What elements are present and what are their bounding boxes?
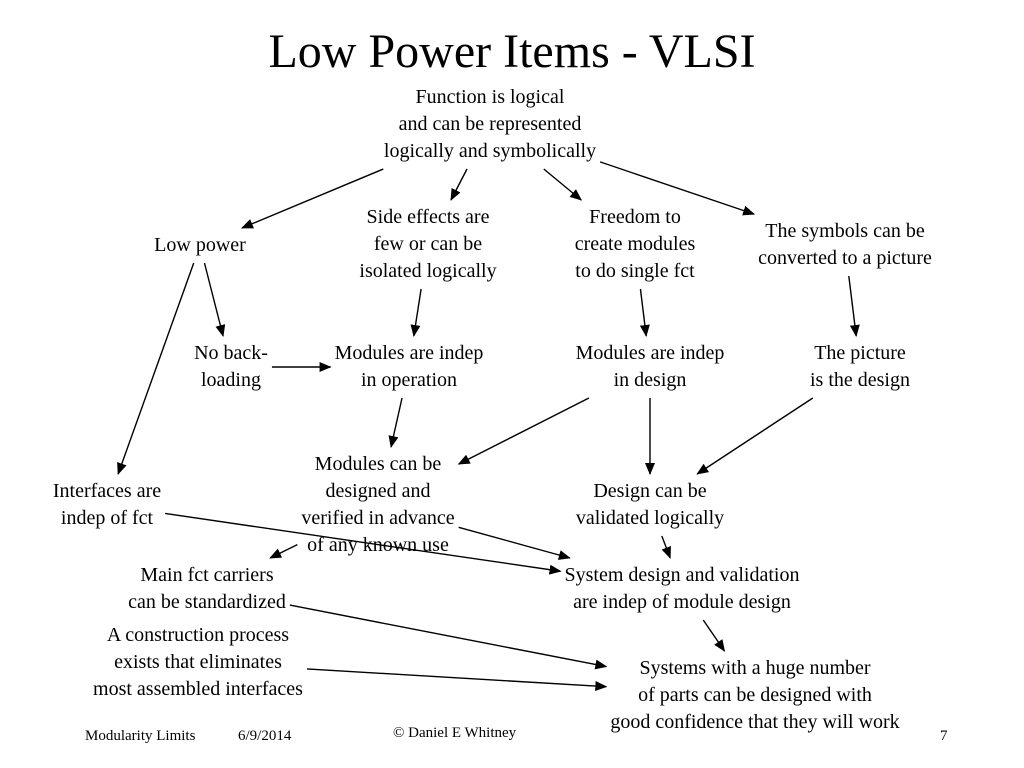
node-line: Systems with a huge number — [639, 657, 871, 679]
arrow-low_power-to-no_backloading — [203, 262, 226, 337]
node-line: of parts can be designed with — [638, 684, 872, 706]
arrow-modules_designed-to-main_fct — [269, 543, 298, 559]
node-no-backloading: No back- loading — [194, 340, 268, 394]
node-indep-design: Modules are indep in design — [576, 340, 725, 394]
arrow-function-to-low_power — [241, 168, 384, 229]
node-line: System design and validation — [564, 564, 800, 586]
arrow-interfaces-to-system_design — [165, 512, 562, 575]
node-picture-design: The picture is the design — [810, 340, 910, 394]
node-line: validated logically — [575, 507, 725, 529]
node-line: The picture — [814, 342, 906, 364]
node-line: A construction process — [106, 624, 290, 646]
node-line: loading — [200, 369, 261, 391]
node-line: most assembled interfaces — [93, 678, 303, 700]
node-line: and can be represented — [398, 113, 582, 135]
node-system-design: System design and validation are indep o… — [565, 562, 800, 616]
arrow-indep_design-to-modules_designed — [457, 397, 590, 465]
node-line: indep of fct — [60, 507, 154, 529]
node-modules-designed: Modules can be designed and verified in … — [301, 451, 454, 559]
node-line: Design can be — [593, 480, 707, 502]
arrow-validated-to-system_design — [661, 535, 671, 559]
footer-date: 6/9/2014 — [238, 728, 292, 744]
arrow-system_design-to-systems_huge — [702, 619, 726, 652]
arrow-symbols-to-picture_design — [848, 275, 860, 337]
node-line: is the design — [810, 369, 910, 391]
node-systems-huge: Systems with a huge number of parts can … — [610, 655, 899, 736]
node-interfaces: Interfaces are indep of fct — [53, 478, 161, 532]
node-construction: A construction process exists that elimi… — [93, 622, 303, 703]
node-line: Modules can be — [314, 453, 442, 475]
node-line: exists that eliminates — [114, 651, 282, 673]
node-line: are indep of module design — [573, 591, 791, 613]
node-line: isolated logically — [359, 260, 497, 282]
node-line: create modules — [574, 233, 696, 255]
node-line: Interfaces are — [52, 480, 162, 502]
node-line: The symbols can be — [765, 220, 925, 242]
arrow-indep_operation-to-modules_designed — [388, 397, 403, 448]
node-low-power: Low power — [154, 232, 246, 259]
node-line: Side effects are — [366, 206, 490, 228]
node-line: in operation — [360, 369, 458, 391]
node-line: Low power — [154, 234, 246, 256]
arrow-function-to-side_effects — [450, 168, 468, 201]
arrow-function-to-freedom — [543, 168, 582, 201]
node-line: Main fct carriers — [140, 564, 274, 586]
node-line: Modules are indep — [575, 342, 725, 364]
node-main-fct: Main fct carriers can be standardized — [128, 562, 286, 616]
arrow-modules_designed-to-system_design — [458, 526, 571, 560]
arrow-function-to-symbols — [599, 161, 756, 216]
node-line: good confidence that they will work — [610, 711, 900, 733]
node-line: verified in advance — [301, 507, 455, 529]
node-line: converted to a picture — [758, 247, 932, 269]
node-side-effects: Side effects are few or can be isolated … — [359, 204, 496, 285]
node-indep-operation: Modules are indep in operation — [335, 340, 484, 394]
node-line: to do single fct — [575, 260, 695, 282]
node-line: No back- — [194, 342, 268, 364]
node-line: Function is logical — [415, 86, 565, 108]
arrow-main_fct-to-systems_huge — [289, 604, 608, 670]
node-line: can be standardized — [128, 591, 286, 613]
node-line: in design — [613, 369, 687, 391]
arrow-side_effects-to-indep_operation — [410, 288, 422, 337]
footer-page-number: 7 — [940, 728, 948, 744]
node-line: designed and — [325, 480, 431, 502]
node-function: Function is logical and can be represent… — [384, 84, 596, 165]
node-line: Modules are indep — [334, 342, 484, 364]
node-line: Freedom to — [589, 206, 681, 228]
arrow-freedom-to-indep_design — [639, 288, 650, 337]
arrow-construction-to-systems_huge — [306, 668, 608, 692]
node-symbols: The symbols can be converted to a pictur… — [758, 218, 932, 272]
footer-author: © Daniel E Whitney — [393, 725, 517, 741]
arrow-low_power-to-interfaces — [117, 262, 195, 475]
node-line: logically and symbolically — [383, 140, 597, 162]
node-validated: Design can be validated logically — [576, 478, 724, 532]
node-line: few or can be — [373, 233, 483, 255]
node-line: of any known use — [307, 534, 449, 556]
arrow-picture_design-to-validated — [696, 397, 814, 475]
node-freedom: Freedom to create modules to do single f… — [575, 204, 696, 285]
slide-title: Low Power Items - VLSI — [268, 25, 756, 78]
footer-left: Modularity Limits — [85, 728, 196, 744]
